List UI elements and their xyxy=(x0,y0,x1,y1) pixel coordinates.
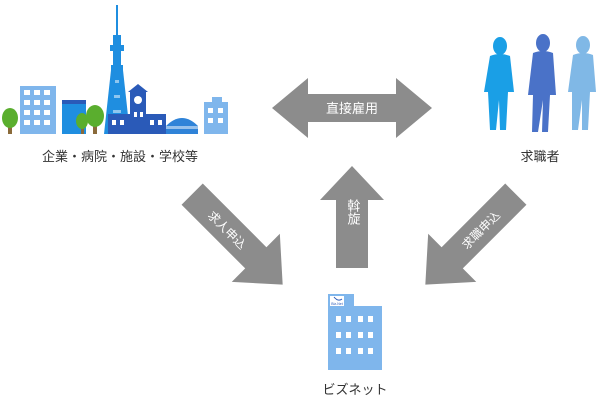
apartment-building-icon xyxy=(204,97,228,134)
person-icon xyxy=(528,34,556,132)
cityscape-illustration xyxy=(2,5,228,134)
job-seekers-label: 求職者 xyxy=(520,150,560,165)
job-offer-arrow: 求人申込 xyxy=(181,183,283,285)
direct-employment-arrow: 直接雇用 xyxy=(272,78,432,138)
school-building-icon xyxy=(108,84,166,134)
biznet-building-icon: Biz-Net xyxy=(328,294,382,370)
job-seekers-illustration xyxy=(484,34,596,132)
direct-employment-label: 直接雇用 xyxy=(326,101,378,117)
employers-label: 企業・病院・施設・学校等 xyxy=(41,150,198,165)
tree-icon xyxy=(76,113,88,134)
mediation-arrow: 斡旋 xyxy=(320,166,384,268)
biznet-logo-text: Biz-Net xyxy=(331,302,343,306)
dome-building-icon xyxy=(166,118,198,134)
biznet-label: ビズネット xyxy=(322,383,388,398)
job-application-arrow: 求職申込 xyxy=(425,183,527,285)
tree-icon xyxy=(86,105,104,134)
tree-icon xyxy=(2,108,18,134)
mediation-label: 斡旋 xyxy=(345,198,361,226)
office-building-icon xyxy=(20,86,56,134)
person-icon xyxy=(484,37,514,130)
person-icon xyxy=(568,36,596,130)
